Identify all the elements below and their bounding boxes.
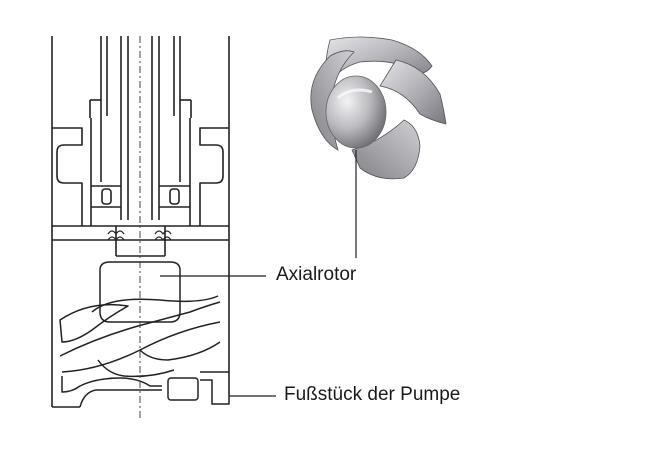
rotor-3d-rendering	[310, 36, 447, 180]
pump-housing	[51, 36, 230, 408]
axialrotor-label: Axialrotor	[276, 264, 357, 285]
pump-foot-label: Fußstück der Pumpe	[284, 384, 461, 405]
leader-lines	[160, 150, 357, 397]
rotor-section	[59, 261, 230, 408]
